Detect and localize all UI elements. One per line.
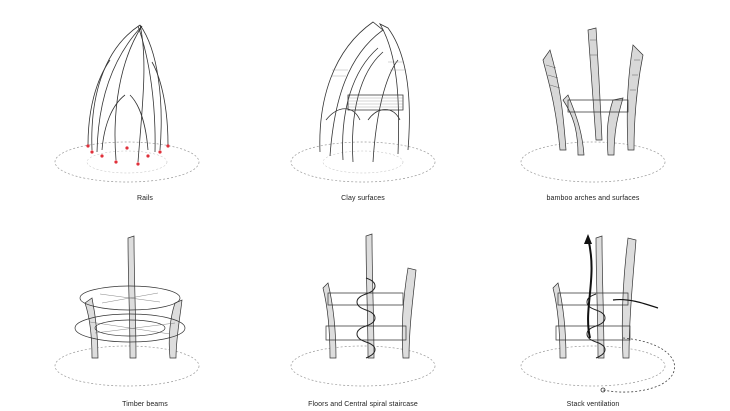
base-circle (290, 141, 436, 183)
panel-stack-ventilation: Stack ventilation (478, 208, 708, 408)
caption-stack-ventilation: Stack ventilation (566, 401, 620, 408)
base-circle (54, 141, 200, 183)
bamboo-leaves (542, 27, 644, 156)
caption-clay-surfaces: Clay surfaces (341, 195, 385, 202)
timber-beams-drawing (54, 235, 200, 387)
clay-surfaces-drawing (290, 21, 436, 183)
floor-plate (567, 99, 629, 113)
inner-circle (86, 150, 168, 174)
spiral-staircase (356, 277, 376, 359)
floor-plates (325, 292, 407, 341)
base-circle (520, 141, 666, 183)
airflow-arrow-in (612, 298, 659, 309)
caption-timber-beams: Timber beams (122, 401, 168, 408)
rail-curves (87, 24, 169, 163)
stack-ventilation-drawing (520, 234, 676, 393)
rails-drawing (54, 24, 200, 183)
airflow-arc (602, 337, 676, 393)
inner-circle (322, 150, 404, 174)
bamboo-hatching (545, 39, 640, 91)
base-circle (54, 345, 200, 387)
airflow-origin (600, 387, 606, 393)
panel-timber-beams: Timber beams (30, 208, 260, 408)
panel-rails: Rails (30, 0, 260, 202)
caption-floors-staircase: Floors and Central spiral staircase (308, 401, 418, 408)
timber-beam-lines (89, 292, 176, 335)
panel-bamboo-arches: bamboo arches and surfaces (478, 0, 708, 202)
arches (322, 233, 417, 359)
floors-staircase-drawing (290, 233, 436, 387)
base-circle (290, 345, 436, 387)
base-circle (520, 345, 666, 387)
clay-walls (319, 21, 410, 163)
panel-clay-surfaces: Clay surfaces (248, 0, 478, 202)
panel-floors-staircase: Floors and Central spiral staircase (248, 208, 478, 408)
rail-markers (86, 144, 170, 166)
floor-plates (555, 292, 631, 341)
arches (552, 235, 637, 359)
timber-floor-rings (74, 285, 186, 343)
bamboo-arches-drawing (520, 27, 666, 183)
caption-bamboo-arches: bamboo arches and surfaces (546, 195, 640, 202)
clay-hatching (332, 61, 406, 108)
arches (84, 235, 183, 359)
caption-rails: Rails (136, 195, 154, 202)
airflow-arrow-up (587, 237, 593, 339)
airflow-arrowhead (584, 234, 592, 244)
